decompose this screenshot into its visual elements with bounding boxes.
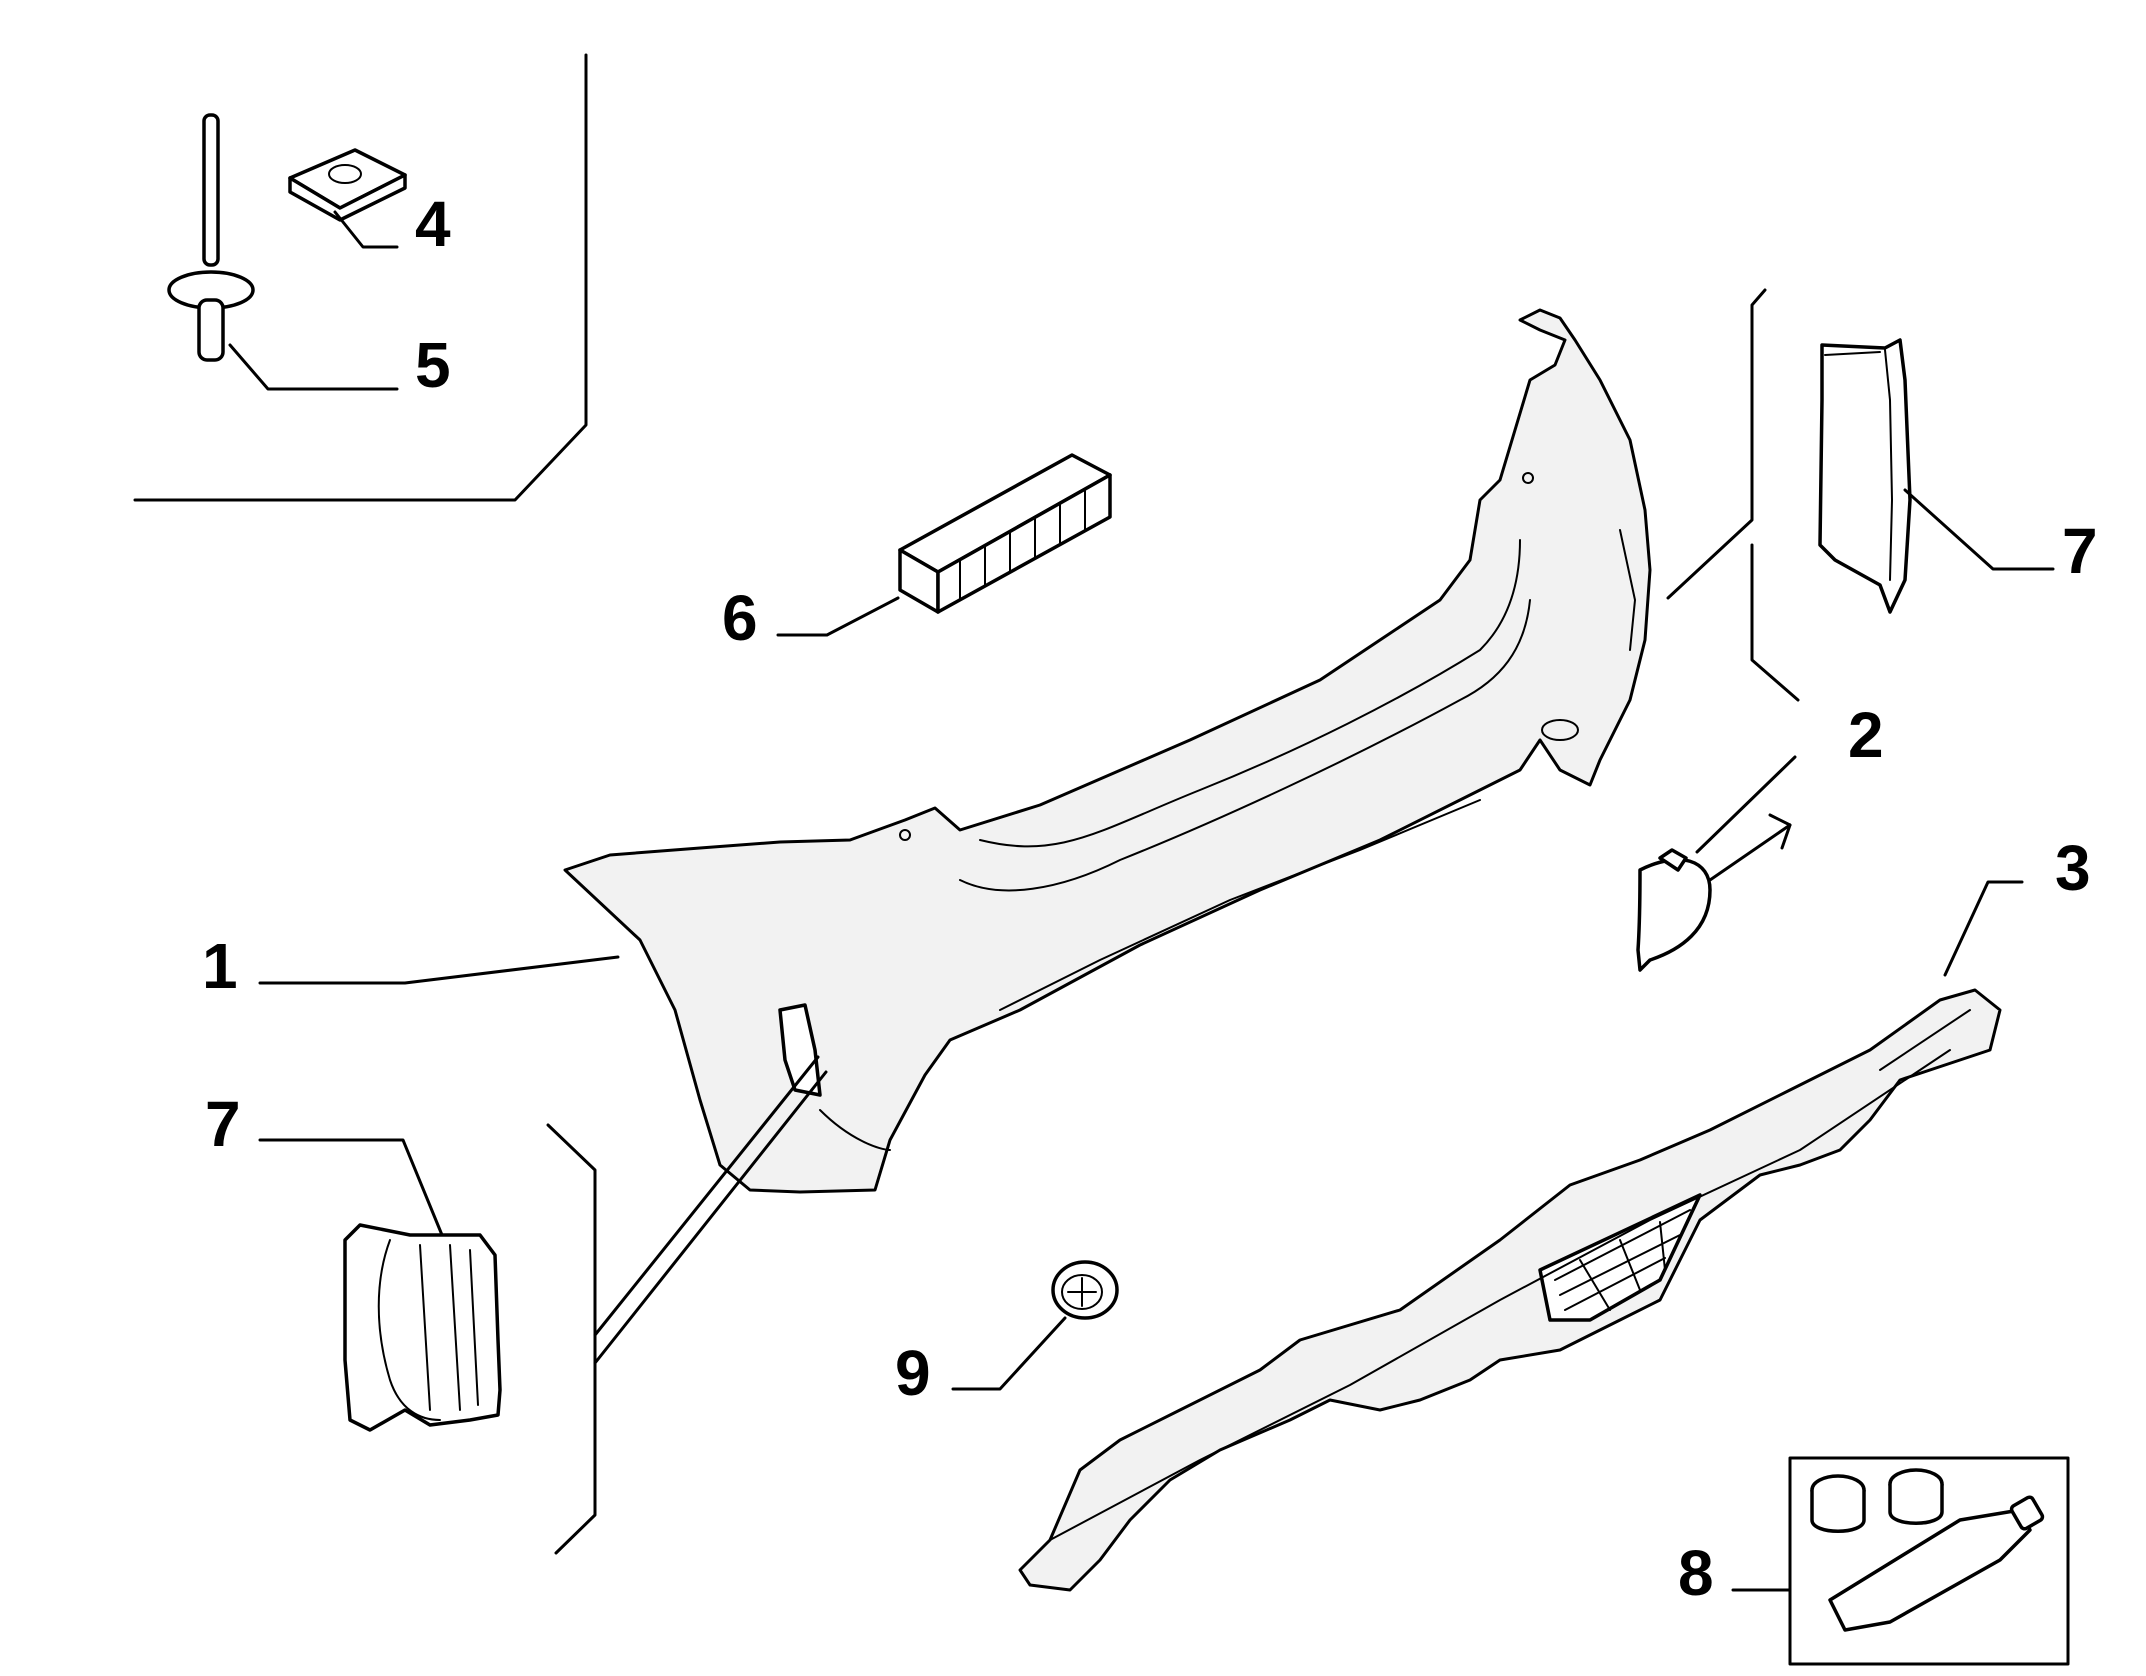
reflector-right-drawing <box>1818 338 1912 614</box>
leader-2 <box>1695 755 1797 854</box>
tow-hook-cover-drawing <box>1636 813 1792 972</box>
inset-frame <box>133 53 588 502</box>
bracket-left <box>546 1123 597 1555</box>
leader-5 <box>228 343 399 391</box>
callout-3: 3 <box>2055 832 2091 904</box>
leader-7a <box>1903 488 2055 571</box>
leader-6 <box>776 596 900 637</box>
reflector-left-drawing <box>343 1223 502 1432</box>
leader-1-secondary <box>593 1055 820 1337</box>
callout-9: 9 <box>895 1337 931 1409</box>
rivet-drawing <box>167 113 255 362</box>
callout-2: 2 <box>1848 699 1884 771</box>
callout-5: 5 <box>415 329 451 401</box>
leader-3 <box>1943 880 2024 977</box>
leader-7b <box>258 1138 444 1237</box>
callout-1: 1 <box>202 930 238 1002</box>
clip-nut-drawing <box>288 148 407 222</box>
callout-4: 4 <box>415 188 451 260</box>
repair-kit-drawing <box>1788 1456 2070 1666</box>
sensor-drawing <box>1051 1260 1119 1320</box>
bumper-drawing <box>563 308 1652 1194</box>
leader-9 <box>951 1316 1067 1391</box>
bracket-right <box>1666 288 1767 600</box>
leader-1-secondary-b <box>593 1070 828 1365</box>
callout-8: 8 <box>1678 1537 1714 1609</box>
diffuser-drawing <box>1018 988 2002 1592</box>
bracket-right-lower <box>1750 543 1800 702</box>
callout-7b: 7 <box>205 1088 241 1160</box>
leader-4 <box>333 210 399 249</box>
callout-6: 6 <box>722 582 758 654</box>
callout-7a: 7 <box>2062 515 2098 587</box>
foam-pad-drawing <box>898 453 1112 614</box>
leader-1 <box>258 955 620 985</box>
